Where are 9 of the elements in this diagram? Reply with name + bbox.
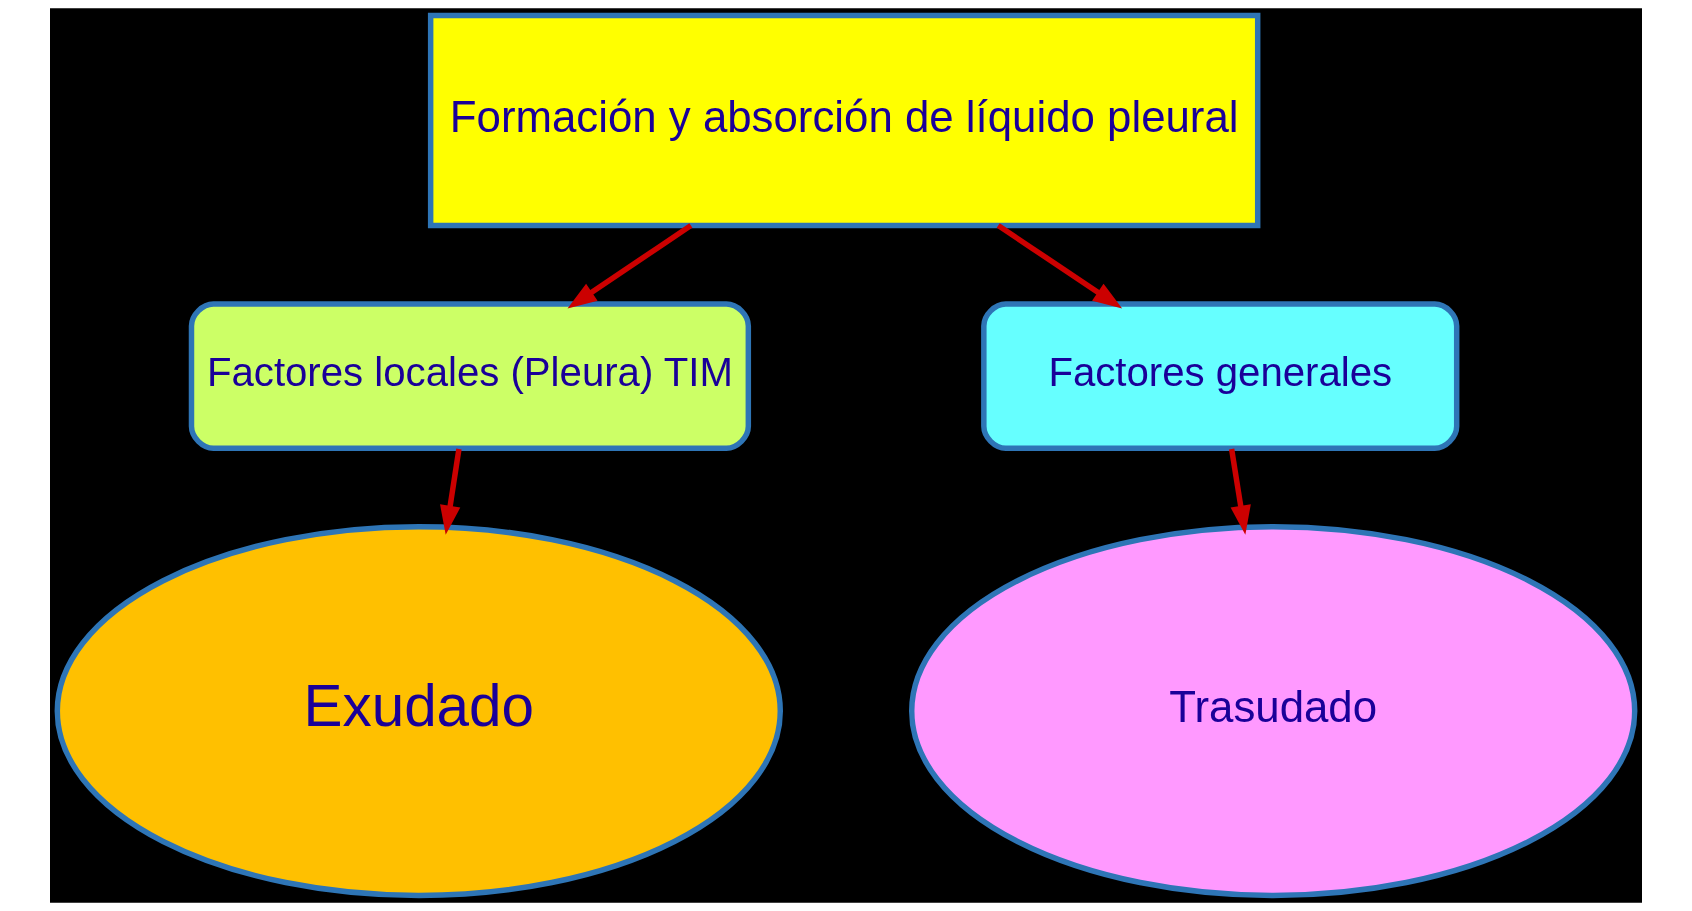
arrow	[440, 448, 462, 535]
node-box: Factores locales (Pleura) TIM	[188, 301, 752, 451]
node-box: Factores generales	[981, 301, 1460, 451]
arrow	[1228, 448, 1251, 535]
node-ellipse: Exudado	[54, 523, 783, 899]
node-ellipse: Trasudado	[909, 523, 1638, 899]
arrow	[996, 223, 1123, 309]
arrow	[567, 223, 693, 309]
node-box: Formación y absorción de líquido pleural	[427, 12, 1261, 229]
